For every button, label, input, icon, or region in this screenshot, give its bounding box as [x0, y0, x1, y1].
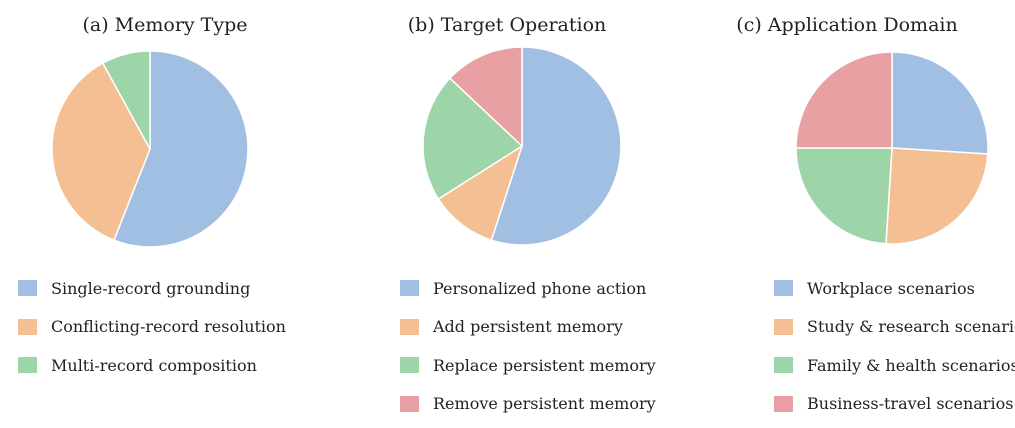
legend-swatch: [400, 280, 419, 296]
legend-label: Multi-record composition: [51, 355, 257, 375]
pie-slice-remove-persistent-memory: [448, 46, 523, 148]
legend-item-family-and-health-scenarios: Family & health scenarios: [774, 351, 1015, 379]
pie-slice-family-and-health-scenarios: [795, 147, 893, 245]
legend-swatch: [774, 318, 793, 335]
legend-swatch: [400, 318, 419, 335]
chart-title: (b) Target Operation: [407, 14, 607, 36]
pie-slice-replace-persistent-memory: [422, 77, 524, 201]
legend-item-conflicting-record-resolution: Conflicting-record resolution: [18, 313, 286, 341]
pie-slice-workplace-scenarios: [891, 51, 989, 155]
pie-slice-single-record-grounding: [112, 50, 249, 248]
legend-item-personalized-phone-action: Personalized phone action: [400, 274, 656, 302]
legend-swatch: [18, 357, 37, 373]
chart-panel-target-operation: (b) Target Operation Personalized phone …: [342, 0, 672, 413]
pie-slice-conflicting-record-resolution: [51, 62, 151, 242]
legend-label: Replace persistent memory: [433, 355, 656, 375]
pie-slice-personalized-phone-action: [490, 46, 622, 246]
legend-item-replace-persistent-memory: Replace persistent memory: [400, 351, 656, 379]
legend-label: Workplace scenarios: [807, 278, 975, 298]
legend-item-workplace-scenarios: Workplace scenarios: [774, 274, 1015, 302]
legend-label: Single-record grounding: [51, 278, 251, 298]
legend-label: Conflicting-record resolution: [51, 317, 286, 336]
pie-chart: [422, 46, 622, 246]
pie-chart: [795, 51, 989, 245]
legend-item-single-record-grounding: Single-record grounding: [18, 274, 286, 302]
legend-item-multi-record-composition: Multi-record composition: [18, 351, 286, 379]
legend-label: Family & health scenarios: [807, 355, 1015, 375]
legend-label: Add persistent memory: [433, 317, 623, 336]
pie-slice-business-travel-scenarios: [795, 51, 893, 149]
legend-swatch: [18, 280, 37, 296]
legend-swatch: [18, 318, 37, 335]
legend-label: Study & research scenarios: [807, 317, 1015, 336]
legend-swatch: [774, 280, 793, 296]
chart-title: (a) Memory Type: [82, 14, 248, 36]
legend-swatch: [400, 357, 419, 373]
legend-item-study-and-research-scenarios: Study & research scenarios: [774, 313, 1015, 341]
pie-slice-add-persistent-memory: [437, 144, 524, 242]
chart-panel-application-domain: (c) Application Domain Workplace scenari…: [682, 0, 1015, 413]
legend-label: Personalized phone action: [433, 278, 647, 298]
legend-swatch: [774, 357, 793, 373]
pie-chart: [51, 50, 249, 248]
pie-slice-study-and-research-scenarios: [885, 147, 989, 245]
pie-slice-multi-record-composition: [101, 50, 151, 150]
chart-title: (c) Application Domain: [736, 14, 958, 36]
legend-item-add-persistent-memory: Add persistent memory: [400, 313, 656, 341]
